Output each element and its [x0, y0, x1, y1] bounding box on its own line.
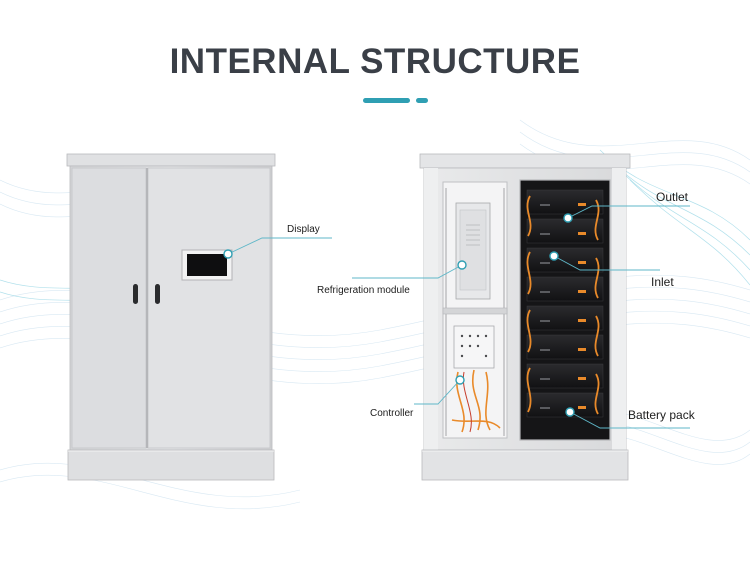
label-inlet: Inlet — [651, 275, 674, 289]
label-controller: Controller — [370, 408, 414, 419]
closed-cabinet — [66, 153, 276, 481]
callout-markers — [223, 213, 575, 417]
label-refrigeration-module: Refrigeration module — [317, 285, 410, 296]
label-display: Display — [287, 224, 320, 235]
title-underline-long — [363, 98, 410, 103]
callout-lines — [227, 205, 690, 429]
page-title: INTERNAL STRUCTURE — [169, 42, 581, 81]
open-cabinet — [419, 153, 631, 481]
label-outlet: Outlet — [656, 190, 689, 204]
title-underline-short — [416, 98, 428, 103]
battery-modules — [526, 189, 604, 418]
label-battery-pack: Battery pack — [628, 408, 695, 422]
